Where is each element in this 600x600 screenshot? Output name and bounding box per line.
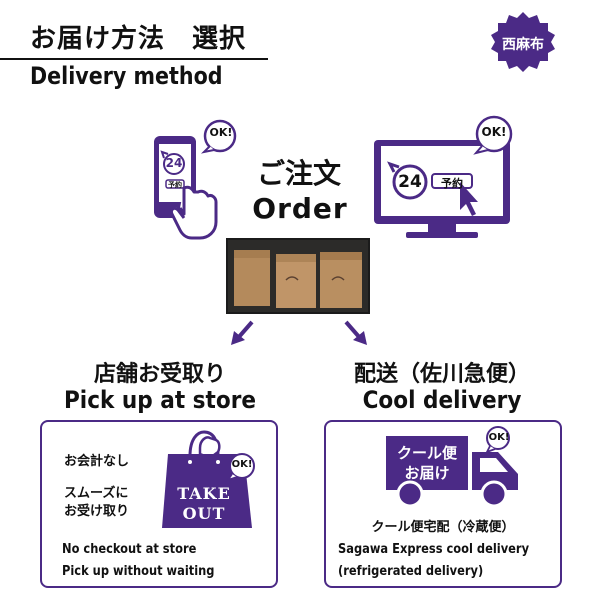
pickup-heading-jp: 店舗お受取り (93, 362, 226, 387)
monitor-ok-label: OK! (481, 125, 507, 139)
page-title-jp: お届け方法 選択 (30, 24, 247, 54)
truck-ok-label: OK! (488, 432, 510, 443)
arrow-down-right-icon (344, 320, 367, 345)
delivery-service-jp: クール便宅配（冷蔵便） (371, 520, 515, 535)
pickup-heading-en: Pick up at store (63, 386, 257, 414)
truck-cool-label: クール便 (396, 444, 457, 462)
location-badge-label: 西麻布 (502, 37, 544, 53)
smartphone-order-icon (154, 119, 237, 240)
location-badge-icon (491, 12, 555, 72)
pickup-note-no-checkout: お会計なし (64, 454, 130, 469)
page-title-en: Delivery method (30, 62, 223, 90)
delivery-heading-jp: 配送（佐川急便） (353, 362, 530, 387)
takeout-bag-icon (162, 430, 255, 528)
order-title-en: Order (252, 192, 348, 225)
pickup-desc-no-checkout: No checkout at store (62, 542, 197, 557)
phone-reserve-label: 予約 (168, 181, 182, 189)
truck-deliver-label: お届け (404, 464, 450, 482)
delivery-desc-sagawa: Sagawa Express cool delivery (338, 542, 530, 557)
bag-takeout-line2: OUT (182, 504, 226, 523)
phone-24-label: 24 (165, 156, 183, 170)
pickup-note-receive: お受け取り (64, 504, 130, 519)
title-divider (0, 58, 268, 60)
arrow-down-left-icon (231, 320, 254, 345)
delivery-truck-icon (386, 426, 518, 508)
computer-order-icon (374, 115, 513, 238)
delivery-desc-refrigerated: (refrigerated delivery) (338, 564, 484, 579)
bag-takeout-line1: TAKE (177, 484, 231, 503)
product-photo (226, 238, 370, 314)
pickup-note-smooth: スムーズに (64, 486, 129, 501)
delivery-heading-en: Cool delivery (362, 386, 522, 414)
delivery-option-card (324, 420, 562, 588)
pickup-option-card (40, 420, 278, 588)
pickup-desc-no-waiting: Pick up without waiting (62, 564, 215, 579)
monitor-24-label: 24 (398, 172, 422, 192)
phone-ok-label: OK! (209, 126, 233, 139)
bag-ok-label: OK! (231, 459, 253, 470)
order-title-jp: ご注文 (256, 157, 341, 190)
monitor-reserve-label: 予約 (441, 177, 463, 190)
